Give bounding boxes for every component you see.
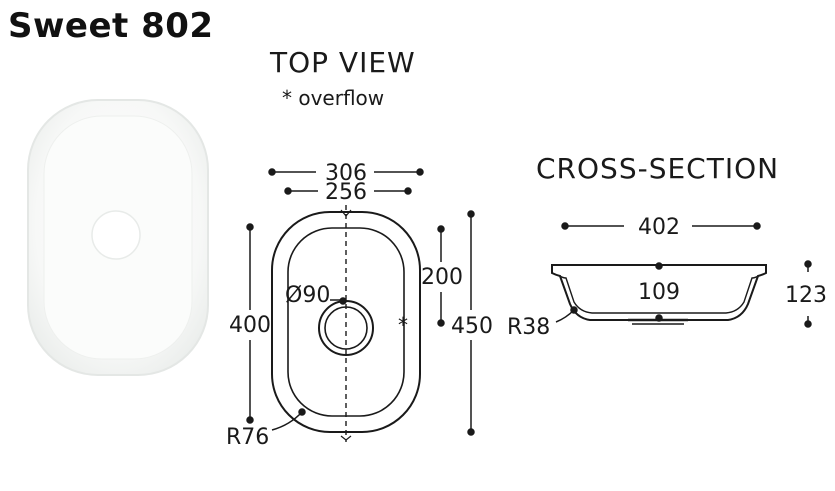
dim-inner-length-label: 400 bbox=[229, 313, 271, 338]
dim-top-width bbox=[561, 222, 761, 230]
dim-drain-diameter-label: Ø90 bbox=[285, 283, 330, 308]
dim-corner-radius-label: R76 bbox=[226, 425, 269, 450]
drain-hole-image bbox=[91, 210, 141, 260]
sink-product-image bbox=[27, 99, 209, 376]
dim-total-height-label: 123 bbox=[785, 283, 827, 308]
dim-inner-width-label: 256 bbox=[325, 180, 367, 205]
cross-section-heading: CROSS-SECTION bbox=[536, 152, 780, 185]
dim-corner-radius-leader bbox=[271, 408, 306, 431]
dim-top-width-label: 402 bbox=[638, 215, 680, 240]
overflow-legend-text: * overflow bbox=[282, 86, 385, 110]
dim-overflow-to-drain-label: 200 bbox=[421, 265, 463, 290]
dim-inner-depth bbox=[655, 262, 663, 322]
basin-profile-outer bbox=[551, 264, 767, 321]
top-view-heading: TOP VIEW bbox=[270, 46, 416, 79]
dim-outer-width bbox=[268, 168, 424, 176]
overflow-marker: * bbox=[398, 313, 408, 337]
basin-profile-inner bbox=[559, 275, 759, 314]
dim-inner-width bbox=[284, 187, 412, 195]
dim-overflow-to-drain bbox=[437, 225, 445, 327]
dim-outer-width-label: 306 bbox=[325, 161, 367, 186]
dim-inner-length bbox=[246, 223, 254, 424]
dim-bottom-radius-leader bbox=[555, 306, 578, 323]
dim-outer-length bbox=[467, 210, 475, 436]
product-title: Sweet 802 bbox=[8, 6, 214, 46]
dim-bottom-radius-label: R38 bbox=[507, 315, 550, 340]
dim-inner-depth-label: 109 bbox=[638, 280, 680, 305]
dim-outer-length-label: 450 bbox=[451, 314, 493, 339]
overflow-legend: * overflow bbox=[282, 86, 384, 110]
dim-total-height bbox=[804, 260, 812, 328]
axis-top-arrow bbox=[340, 209, 352, 217]
axis-bottom-arrow bbox=[340, 435, 352, 441]
drain-outer-ring bbox=[318, 300, 374, 356]
dim-drain-leader bbox=[330, 297, 347, 305]
